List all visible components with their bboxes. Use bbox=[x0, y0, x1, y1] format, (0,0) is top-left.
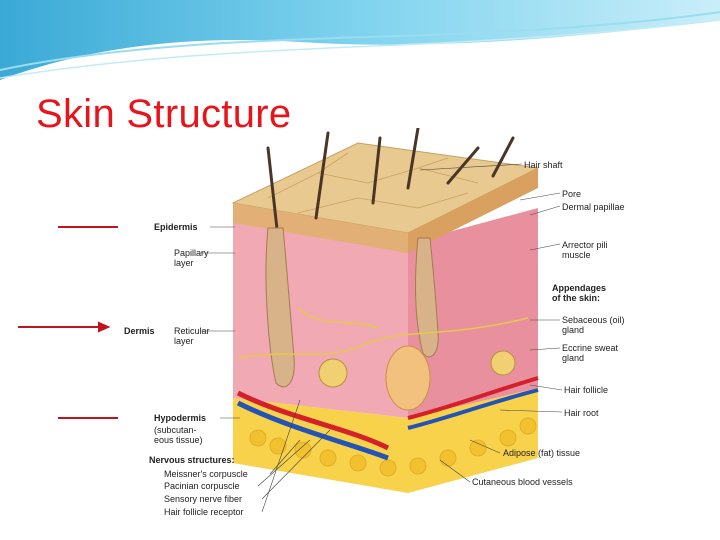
label-hair-follicle-receptor: Hair follicle receptor bbox=[164, 507, 244, 517]
label-sebaceous-gland: Sebaceous (oil) gland bbox=[562, 315, 625, 335]
sebaceous-gland bbox=[385, 345, 431, 411]
label-arrector-pili-muscle: Arrector pili muscle bbox=[562, 240, 608, 260]
label-pacinian-corpuscle: Pacinian corpuscle bbox=[164, 481, 240, 491]
label-eccrine-sweat-gland: Eccrine sweat gland bbox=[562, 343, 619, 363]
label-papillary-layer: Papillary layer bbox=[174, 248, 209, 268]
eccrine-gland-coil bbox=[490, 350, 516, 376]
label-hair-shaft: Hair shaft bbox=[524, 160, 563, 170]
label-adipose-tissue: Adipose (fat) tissue bbox=[503, 448, 581, 458]
label-sensory-nerve-fiber: Sensory nerve fiber bbox=[164, 494, 243, 504]
label-dermal-papillae: Dermal papillae bbox=[562, 202, 625, 212]
epidermis-side bbox=[408, 168, 538, 253]
label-appendages: Appendages of the skin: bbox=[552, 283, 607, 303]
label-meissners-corpuscle: Meissner's corpuscle bbox=[164, 469, 248, 479]
hair-follicle-right bbox=[415, 237, 439, 358]
label-subcutaneous-tissue: (subcutan- eous tissue) bbox=[154, 425, 203, 445]
artery bbox=[236, 390, 390, 451]
dermis-arrow-head bbox=[98, 321, 111, 333]
label-reticular-layer: Reticular layer bbox=[174, 326, 210, 346]
label-pore: Pore bbox=[562, 189, 582, 199]
label-hair-root: Hair root bbox=[564, 408, 599, 418]
label-nervous-structures: Nervous structures: bbox=[149, 455, 235, 465]
header-wave-banner bbox=[0, 0, 720, 80]
label-dermis: Dermis bbox=[124, 326, 155, 336]
label-cutaneous-blood-vessels: Cutaneous blood vessels bbox=[472, 477, 573, 487]
pacinian-corpuscle bbox=[318, 358, 348, 388]
hair-follicle-left bbox=[265, 227, 295, 388]
label-epidermis: Epidermis bbox=[154, 222, 198, 232]
label-hair-follicle: Hair follicle bbox=[564, 385, 609, 395]
label-hypodermis: Hypodermis bbox=[154, 413, 207, 423]
